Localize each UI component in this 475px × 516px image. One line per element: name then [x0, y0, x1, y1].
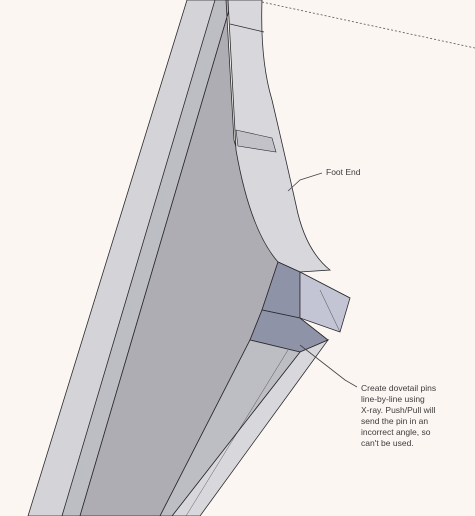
- foot-end-highlight: [235, 129, 277, 153]
- dovetail-note-line: line-by-line using: [361, 394, 425, 404]
- dovetail-note-line: can't be used.: [361, 438, 414, 448]
- dovetail-note-line: Create dovetail pins: [361, 383, 437, 393]
- rail-inner-edge: [185, 349, 289, 516]
- foot-end-segment: [229, 23, 265, 33]
- dovetail-pin-edge: [299, 317, 329, 341]
- dovetail-pin-edge: [319, 289, 341, 333]
- rail-side-face: [159, 339, 301, 516]
- foot-end-label: Foot End: [326, 167, 361, 177]
- dovetail-leader: [299, 344, 358, 388]
- dovetail-note-line: incorrect angle, so: [361, 427, 431, 437]
- foot-end-leader: [287, 172, 323, 192]
- dovetail-note: Create dovetail pins line-by-line using …: [361, 383, 471, 449]
- guide-line: [261, 1, 475, 49]
- dovetail-note-line: send the pin in an: [361, 416, 429, 426]
- dovetail-note-line: X-ray. Push/Pull will: [361, 405, 436, 415]
- foot-end-face: [227, 0, 332, 273]
- board-bevel-face: [61, 0, 233, 516]
- dovetail-pin-front: [299, 271, 351, 333]
